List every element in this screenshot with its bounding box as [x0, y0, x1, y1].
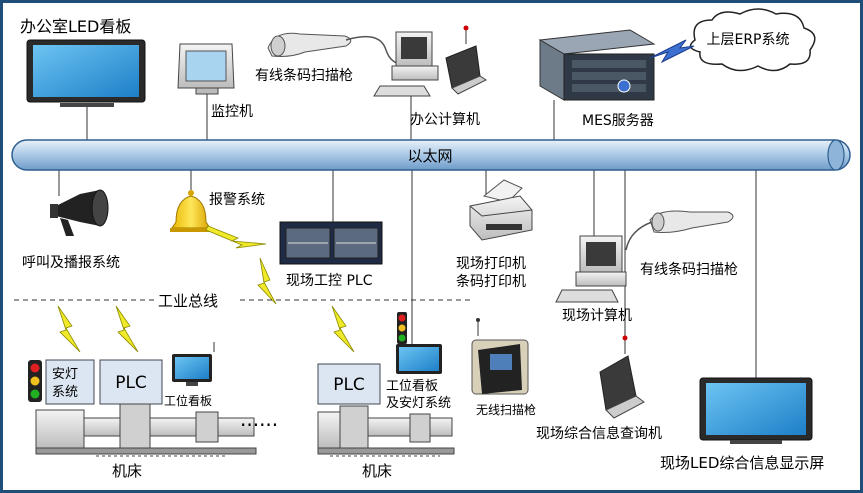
mes-server: MES服务器	[538, 29, 656, 129]
industrial-bus: 工业总线	[14, 292, 470, 310]
plc-box-right: PLC	[317, 363, 381, 405]
station-board-right: 工位看板 及安灯系统	[386, 344, 451, 411]
wireless-scanner-label: 无线扫描枪	[476, 402, 536, 417]
plc-label-right: PLC	[333, 375, 365, 395]
field-computer: 现场计算机	[555, 235, 632, 324]
station-board-andon-label-2: 及安灯系统	[386, 396, 451, 411]
field-plc-cabinet: 现场工控 PLC	[279, 221, 383, 289]
wired-scanner-right: 有线条码扫描枪	[625, 210, 738, 278]
wireless-scanner: 无线扫描枪	[471, 318, 536, 417]
ellipsis: ······	[240, 413, 278, 437]
ethernet-bus: 以太网	[11, 139, 851, 171]
paging-system: 呼叫及播报系统	[22, 189, 120, 271]
station-board-left-label: 工位看板	[164, 393, 212, 408]
network-diagram: 以太网 办公室LED看板 监控机 有线条码扫描枪 办公计算机	[11, 8, 851, 480]
alarm-system: 报警系统	[170, 190, 265, 232]
info-query-laptop: 现场综合信息查询机	[536, 335, 662, 442]
andon-box-left: 安灯 系统	[45, 359, 95, 405]
monitor-pc-label: 监控机	[211, 104, 253, 120]
wireless-links	[57, 225, 355, 353]
paging-label: 呼叫及播报系统	[22, 255, 120, 271]
erp-label: 上层ERP系统	[706, 32, 789, 48]
field-led-display: 现场LED综合信息显示屏	[660, 377, 824, 472]
office-led-label: 办公室LED看板	[20, 17, 131, 36]
field-pc-label: 现场计算机	[562, 308, 632, 324]
info-query-label: 现场综合信息查询机	[536, 425, 662, 442]
printer-label-1: 现场打印机	[456, 255, 526, 272]
plc-box-left: PLC	[99, 359, 163, 405]
machine-tool-right: 机床	[317, 405, 455, 480]
printer-label-2: 条码打印机	[456, 273, 526, 290]
office-computer: 办公计算机	[373, 25, 487, 128]
field-printer: 现场打印机 条码打印机	[456, 179, 533, 290]
ethernet-label: 以太网	[407, 147, 452, 165]
machine-label-left: 机床	[112, 462, 142, 480]
wired-scanner-top-label: 有线条码扫描枪	[255, 67, 353, 84]
wired-scanner-right-label: 有线条码扫描枪	[640, 261, 738, 278]
fieldbus-label: 工业总线	[158, 292, 218, 310]
andon-light-right	[397, 312, 407, 344]
station-board-left: 工位看板	[164, 342, 215, 408]
station-board-andon-label-1: 工位看板	[386, 378, 438, 394]
field-plc-label: 现场工控 PLC	[286, 273, 373, 289]
erp-cloud: 上层ERP系统	[649, 8, 816, 72]
mes-server-label: MES服务器	[582, 113, 654, 129]
office-led-board: 办公室LED看板	[20, 17, 146, 107]
andon-label-line1: 安灯	[52, 367, 78, 382]
machine-label-right: 机床	[362, 462, 392, 480]
machine-tool-left: 机床	[35, 403, 257, 480]
wired-scanner-top: 有线条码扫描枪	[255, 32, 401, 84]
office-pc-label: 办公计算机	[410, 112, 480, 128]
ethernet-drop-lines	[58, 88, 757, 378]
field-led-label: 现场LED综合信息显示屏	[660, 454, 824, 472]
andon-label-line2: 系统	[52, 385, 78, 400]
alarm-label: 报警系统	[209, 192, 265, 208]
plc-label-left: PLC	[115, 373, 147, 393]
monitor-pc: 监控机	[177, 43, 253, 120]
andon-light-left	[28, 360, 42, 402]
